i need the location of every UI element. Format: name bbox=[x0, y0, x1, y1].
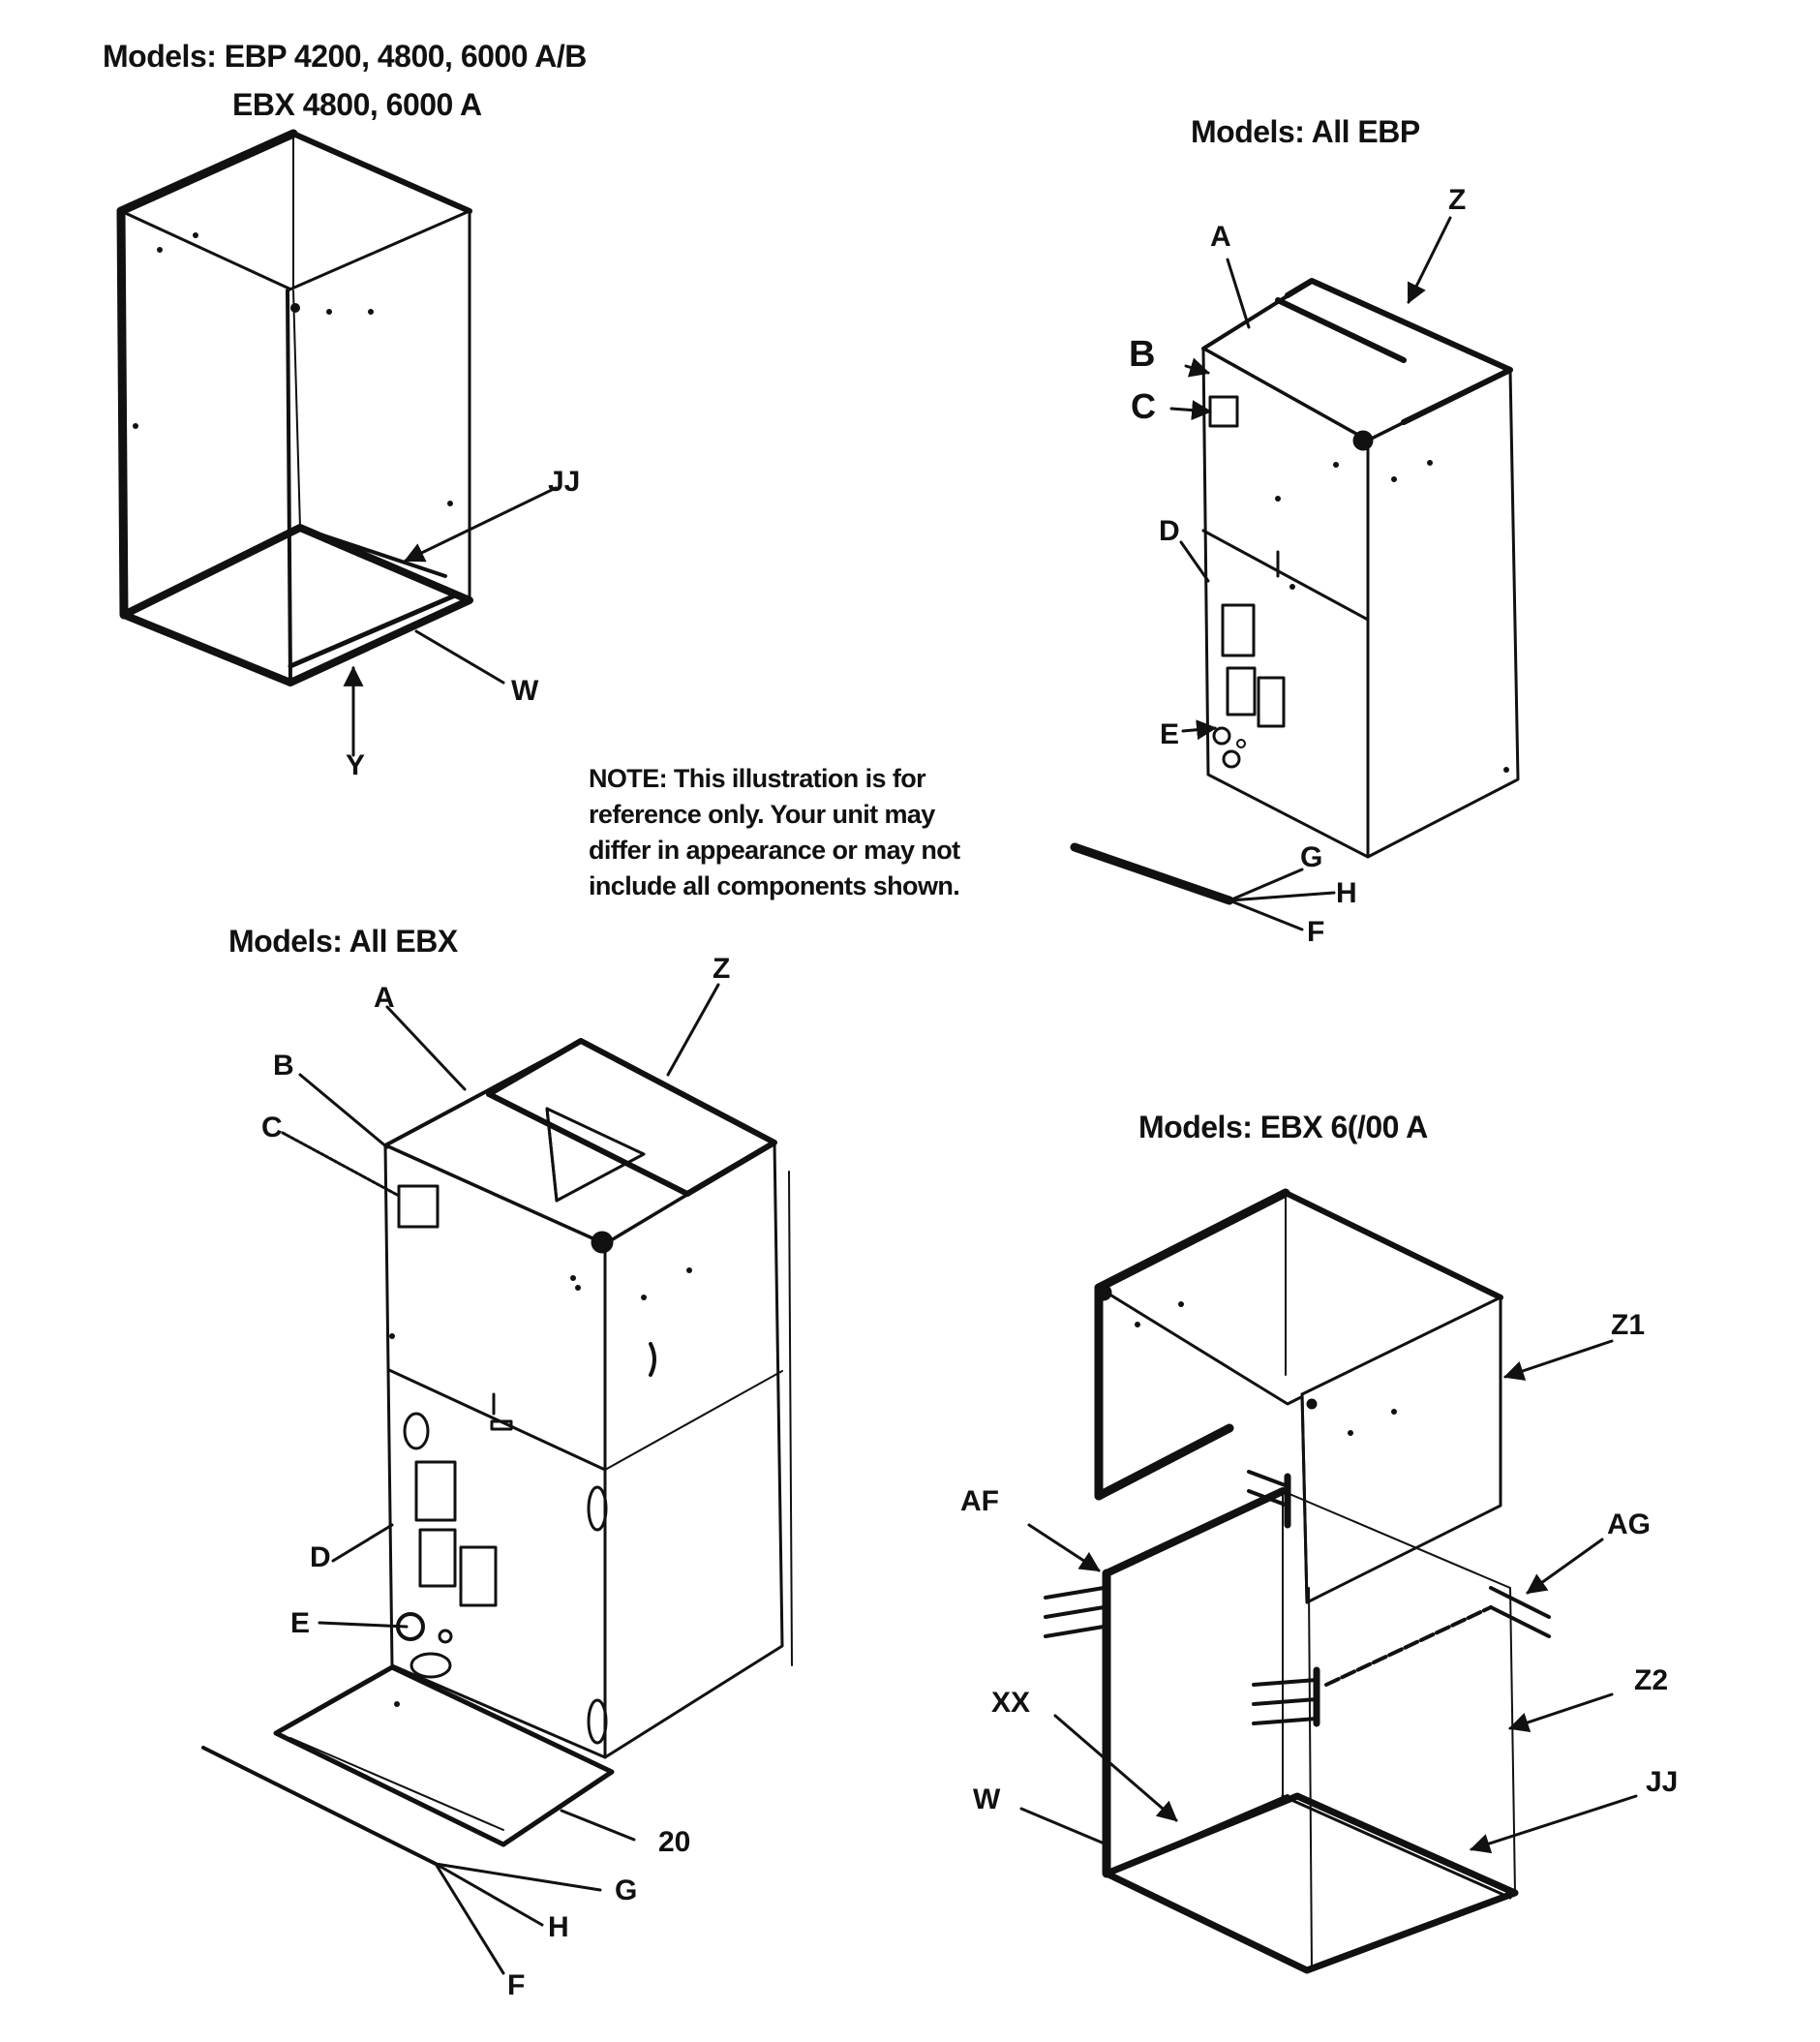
heading-top-left-models-line2: EBX 4800, 6000 A bbox=[232, 87, 482, 122]
callout-a: A bbox=[374, 982, 395, 1014]
callout-z2: Z2 bbox=[1634, 1664, 1668, 1696]
base-frame bbox=[120, 524, 473, 686]
filter-rod bbox=[1070, 842, 1234, 905]
callout-g: G bbox=[615, 1874, 637, 1906]
callout-w: W bbox=[511, 675, 539, 707]
note-line: differ in appearance or may not bbox=[589, 836, 960, 865]
note-line: include all components shown. bbox=[589, 871, 960, 900]
callout-w: W bbox=[973, 1783, 1001, 1815]
callout-h: H bbox=[548, 1911, 569, 1943]
callout-jj: JJ bbox=[1646, 1766, 1678, 1798]
callout-y: Y bbox=[346, 749, 365, 781]
ebx-unit-illustration bbox=[201, 983, 793, 1975]
heading-top-left-models: Models: EBP 4200, 4800, 6000 A/B bbox=[103, 39, 587, 74]
callout-h: H bbox=[1336, 877, 1357, 909]
note-line: reference only. Your unit may bbox=[589, 800, 935, 829]
callout-b: B bbox=[1129, 334, 1155, 375]
ebp-unit-illustration bbox=[1070, 216, 1520, 931]
ebx-6000-exploded-illustration bbox=[1019, 1188, 1638, 1974]
callout-g: G bbox=[1300, 841, 1322, 873]
note-line: NOTE: This illustration is for bbox=[589, 764, 926, 793]
callout-d: D bbox=[310, 1541, 331, 1573]
callout-z: Z bbox=[713, 953, 730, 985]
heading-top-right-models: Models: All EBP bbox=[1191, 114, 1420, 149]
callout-xx: XX bbox=[991, 1687, 1030, 1719]
front-face bbox=[383, 1143, 607, 1759]
side-face bbox=[603, 1141, 784, 1759]
callout-e: E bbox=[1160, 718, 1179, 750]
heading-bottom-left-models: Models: All EBX bbox=[228, 924, 458, 959]
filter-rod bbox=[201, 1746, 438, 1866]
callout-c: C bbox=[1131, 386, 1156, 426]
callout-z1: Z1 bbox=[1611, 1309, 1645, 1341]
heading-bottom-right-models: Models: EBX 6(/00 A bbox=[1138, 1110, 1428, 1144]
callout-jj: JJ bbox=[548, 466, 580, 498]
reference-note: NOTE: This illustration is for reference… bbox=[589, 761, 1034, 904]
callout-20: 20 bbox=[658, 1826, 690, 1858]
callout-z: Z bbox=[1448, 184, 1466, 216]
callout-d: D bbox=[1159, 515, 1180, 547]
base-frame bbox=[1103, 1792, 1519, 1974]
cabinet-frame-illustration bbox=[116, 129, 558, 757]
drain-pan bbox=[273, 1664, 615, 1847]
callout-f: F bbox=[507, 1969, 525, 2001]
callout-c: C bbox=[261, 1112, 283, 1143]
callout-b: B bbox=[273, 1050, 294, 1082]
callout-a: A bbox=[1210, 221, 1231, 253]
callout-ag: AG bbox=[1607, 1509, 1651, 1540]
callout-af: AF bbox=[960, 1485, 999, 1517]
callout-e: E bbox=[290, 1607, 310, 1639]
callout-f: F bbox=[1307, 916, 1324, 948]
side-face bbox=[1366, 368, 1520, 859]
